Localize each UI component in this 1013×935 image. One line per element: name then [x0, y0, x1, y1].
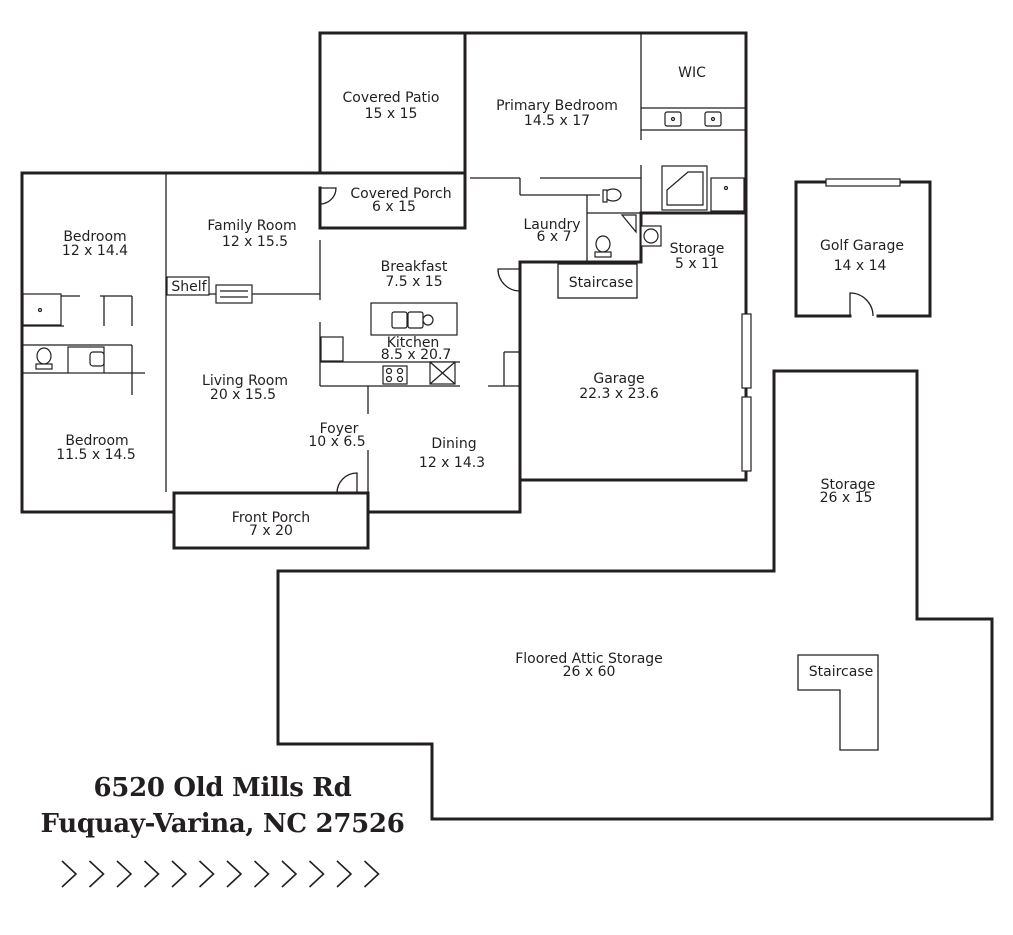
- chevron-icon: [363, 860, 380, 888]
- room-size-dining: 12 x 14.3: [419, 455, 485, 471]
- room-size-living-room: 20 x 15.5: [210, 387, 276, 403]
- room-size-breakfast: 7.5 x 15: [385, 274, 442, 290]
- room-name-wic: WIC: [678, 65, 706, 81]
- chevron-icon: [336, 860, 353, 888]
- room-size-kitchen: 8.5 x 20.7: [381, 347, 452, 363]
- fixtures: [22, 111, 752, 472]
- chevron-icon: [253, 860, 270, 888]
- chevron-icon: [116, 860, 133, 888]
- room-size-foyer: 10 x 6.5: [308, 434, 365, 450]
- room-size-covered-porch: 6 x 15: [372, 199, 416, 215]
- room-name-golf-garage: Golf Garage: [820, 238, 904, 254]
- chevron-row-icon: [61, 860, 380, 888]
- room-name-staircase-main: Staircase: [569, 275, 633, 291]
- room-size-bedroom-1: 12 x 14.4: [62, 243, 128, 259]
- room-name-breakfast: Breakfast: [381, 259, 448, 275]
- room-name-covered-porch: Covered Porch: [350, 186, 451, 202]
- chevron-icon: [308, 860, 325, 888]
- room-name-laundry: Laundry: [523, 217, 580, 233]
- room-name-living-room: Living Room: [202, 373, 288, 389]
- room-size-primary-bedroom: 14.5 x 17: [524, 113, 590, 129]
- room-name-bedroom-1: Bedroom: [63, 229, 126, 245]
- chevron-icon: [61, 860, 78, 888]
- chevron-icon: [171, 860, 188, 888]
- room-size-garage: 22.3 x 23.6: [579, 386, 659, 402]
- room-name-staircase-attic: Staircase: [809, 664, 873, 680]
- room-size-front-porch: 7 x 20: [249, 523, 293, 539]
- room-name-family-room: Family Room: [207, 218, 296, 234]
- room-name-garage: Garage: [593, 371, 644, 387]
- room-name-bedroom-2: Bedroom: [65, 433, 128, 449]
- room-size-floored-attic: 26 x 60: [563, 664, 616, 680]
- room-name-dining: Dining: [431, 436, 476, 452]
- golf-garage-walls: [794, 178, 932, 318]
- attic-walls: [276, 369, 994, 821]
- room-name-storage-small: Storage: [670, 241, 725, 257]
- chevron-icon: [226, 860, 243, 888]
- room-size-bedroom-2: 11.5 x 14.5: [56, 447, 136, 463]
- chevron-icon: [88, 860, 105, 888]
- room-labels: Covered Patio 15 x 15 Primary Bedroom 14…: [56, 65, 904, 680]
- room-name-kitchen: Kitchen: [387, 335, 440, 351]
- room-size-covered-patio: 15 x 15: [365, 106, 418, 122]
- room-size-storage-small: 5 x 11: [675, 256, 719, 272]
- room-name-covered-patio: Covered Patio: [343, 90, 440, 106]
- room-name-storage-large: Storage: [821, 477, 876, 493]
- room-name-foyer: Foyer: [320, 421, 359, 437]
- room-size-laundry: 6 x 7: [537, 229, 572, 245]
- room-name-front-porch: Front Porch: [232, 510, 310, 526]
- room-name-floored-attic: Floored Attic Storage: [515, 651, 663, 667]
- room-size-golf-garage: 14 x 14: [834, 258, 887, 274]
- room-name-primary-bedroom: Primary Bedroom: [496, 98, 618, 114]
- room-size-storage-large: 26 x 15: [820, 490, 873, 506]
- room-name-shelf: Shelf: [171, 279, 207, 295]
- interior-walls: [22, 33, 746, 512]
- exterior-walls: [20, 31, 748, 550]
- room-size-family-room: 12 x 15.5: [222, 234, 288, 250]
- chevron-icon: [198, 860, 215, 888]
- chevron-icon: [143, 860, 160, 888]
- chevron-icon: [281, 860, 298, 888]
- address-line-1: 6520 Old Mills Rd: [93, 773, 352, 803]
- address-line-2: Fuquay-Varina, NC 27526: [40, 809, 405, 839]
